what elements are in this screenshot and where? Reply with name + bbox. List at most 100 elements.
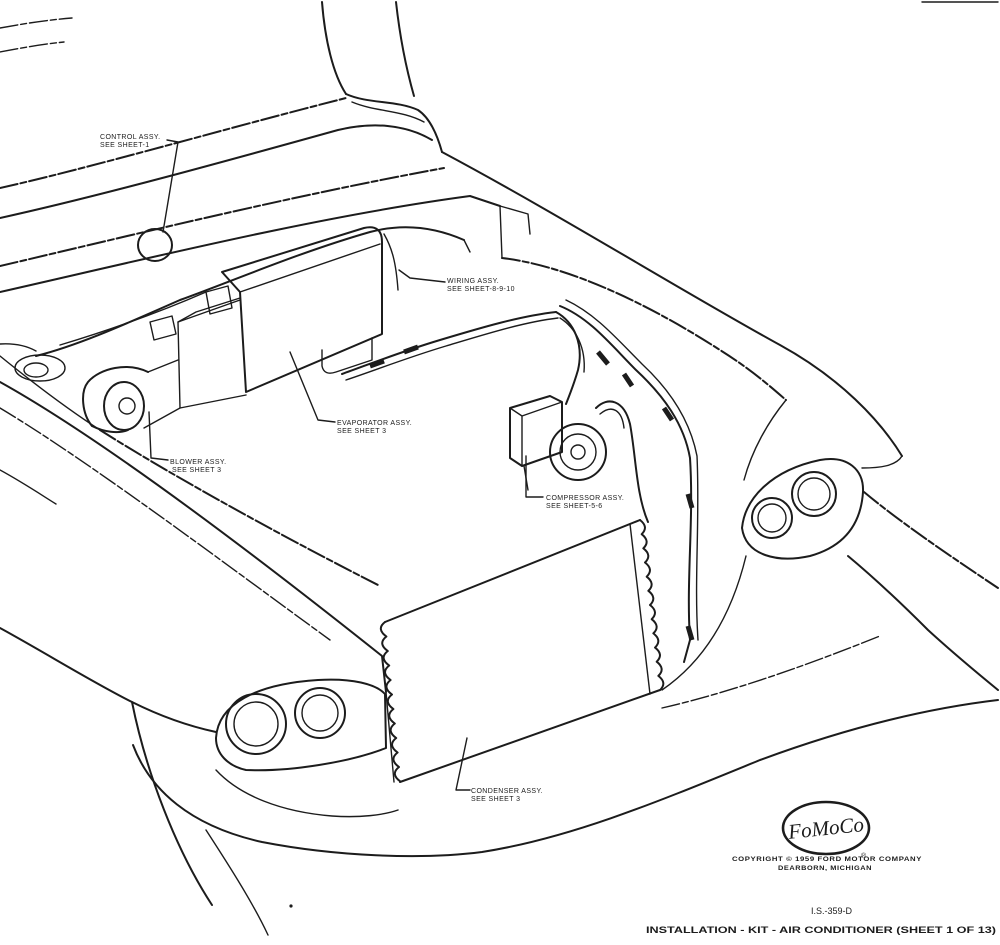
right-fender-brow-tip — [861, 455, 903, 469]
right-headlight-inner-lamp — [751, 497, 793, 539]
condenser-right-fins — [639, 519, 665, 692]
evaporator-resistor-block — [205, 285, 233, 315]
copyright-location: DEARBORN, MICHIGAN — [778, 865, 872, 872]
hose-compressor-loop — [595, 400, 649, 523]
blower-assembly — [14, 315, 181, 434]
compressor-assembly — [509, 395, 607, 491]
hose-to-condenser-a — [559, 305, 693, 663]
left-fender-lower — [0, 627, 217, 733]
compartment-top-left — [0, 343, 37, 352]
bumper-right — [661, 635, 881, 709]
front-end — [132, 555, 999, 908]
right-headlight-outer-lamp — [791, 471, 837, 517]
condenser-right-inner-edge — [629, 523, 651, 695]
evaporator-assembly — [177, 226, 383, 409]
blower-motor-endcap — [103, 381, 145, 431]
left-fender-short-line — [0, 469, 57, 505]
callout-compressor-ref: SEE SHEET-5-6 — [546, 503, 603, 510]
hose-evaporator-a — [341, 311, 557, 375]
cowl-line-2 — [0, 124, 433, 219]
compressor-pulley — [549, 423, 607, 481]
hood-underside-line-1 — [0, 17, 73, 29]
harness-branch — [383, 233, 399, 291]
blower-motor-body — [82, 366, 149, 434]
harness-main-run — [35, 226, 465, 357]
ford-logo-oval — [781, 800, 871, 856]
title-block: COPYRIGHT © 1959 FORD MOTOR COMPANY DEAR… — [646, 855, 996, 936]
sheet-number: I.S.-359-D — [811, 906, 853, 916]
callout-labels: CONTROL ASSY. SEE SHEET-1 WIRING ASSY. S… — [100, 134, 624, 803]
copyright-line: COPYRIGHT © 1959 FORD MOTOR COMPANY — [732, 855, 922, 863]
leader-control — [162, 139, 179, 233]
callout-evaporator-name: EVAPORATOR ASSY. — [337, 420, 412, 427]
control-assembly — [137, 228, 173, 262]
registered-mark: ® — [861, 852, 867, 860]
left-headlight-inner-lamp — [294, 687, 346, 739]
callout-blower-name: BLOWER ASSY. — [170, 459, 226, 466]
control-dial — [137, 228, 173, 262]
sheet-title: INSTALLATION - KIT - AIR CONDITIONER (SH… — [646, 925, 996, 936]
callout-compressor-name: COMPRESSOR ASSY. — [546, 495, 624, 502]
blower-bracket — [149, 315, 177, 341]
wiring-harness — [35, 226, 471, 357]
left-headlight-inner-lens — [301, 694, 339, 732]
callout-control-ref: SEE SHEET-1 — [100, 142, 150, 149]
compressor-top-face — [509, 401, 563, 467]
callout-evaporator-ref: SEE SHEET 3 — [337, 428, 386, 435]
hose-fittings — [369, 344, 695, 641]
compartment-floor-edge — [99, 429, 381, 587]
bumper-under-left-pod — [215, 769, 399, 818]
grille-top-right — [661, 555, 747, 691]
condenser-left-fins — [379, 621, 402, 783]
cowl — [0, 97, 531, 293]
right-headlight-inner-lens — [757, 503, 787, 533]
firewall-top-edge — [0, 195, 501, 293]
evaporator-plenum-top — [177, 297, 241, 323]
hood-front-lip — [345, 93, 443, 153]
right-headlight-bezel — [741, 458, 865, 560]
left-fender-bottom — [205, 829, 269, 936]
callout-blower-ref: SEE SHEET 3 — [172, 467, 221, 474]
compressor-body — [509, 395, 563, 467]
hood — [0, 1, 999, 153]
callout-control-name: CONTROL ASSY. — [100, 134, 160, 141]
left-headlight-pod — [215, 678, 387, 772]
leader-condenser — [455, 737, 471, 791]
radiator-support-left — [385, 691, 395, 783]
compressor-hub — [570, 444, 586, 460]
compressor-clutch — [559, 433, 597, 471]
left-fender — [0, 343, 387, 936]
right-inner-fender-edge — [501, 257, 787, 401]
firewall-notch — [499, 205, 531, 259]
leader-blower — [148, 411, 169, 461]
right-fender — [441, 151, 999, 691]
condenser-assembly — [379, 519, 665, 783]
right-fender-lower — [847, 555, 999, 691]
left-headlight-outer-lens — [233, 701, 279, 747]
ford-logo: FoMoCo ® — [781, 800, 871, 860]
right-fender-crest — [441, 151, 903, 457]
leader-evaporator — [289, 351, 336, 423]
callout-wiring-ref: SEE SHEET-8-9-10 — [447, 286, 515, 293]
hood-right-edge — [395, 1, 415, 97]
callout-leaders — [148, 139, 544, 791]
callout-condenser-name: CONDENSER ASSY. — [471, 788, 543, 795]
hose-evaporator-b — [345, 317, 559, 381]
ford-logo-script: FoMoCo — [786, 812, 865, 844]
front-valance — [132, 699, 999, 858]
condenser-top-edge — [384, 519, 641, 623]
hose-to-compressor-b — [559, 317, 585, 373]
leader-wiring — [398, 269, 446, 283]
left-fender-crest — [0, 381, 387, 693]
right-fender-side — [863, 491, 999, 589]
harness-second-run — [59, 291, 207, 346]
hose-compressor-loop-b — [599, 408, 625, 429]
hood-underside-line-2 — [0, 41, 65, 53]
condenser-bottom-edge — [399, 689, 661, 783]
leader-compressor — [525, 455, 544, 498]
right-inner-fender-drop — [743, 399, 787, 481]
hood-left-edge — [321, 1, 347, 95]
blower-motor-hub — [118, 397, 136, 415]
evaporator-top-face — [239, 243, 381, 293]
